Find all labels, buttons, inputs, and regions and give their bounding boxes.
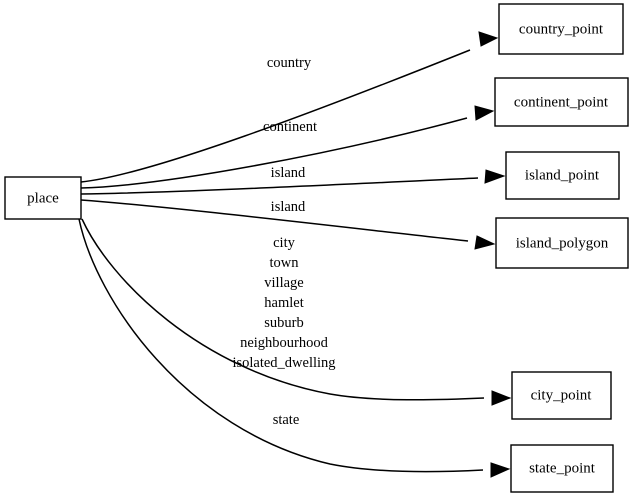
arrowhead-continent-point <box>474 105 495 121</box>
edge-layer <box>78 31 512 478</box>
arrowhead-island-point <box>484 169 506 184</box>
edge-state[interactable] <box>78 218 511 478</box>
edge-label-city: city town village hamlet suburb neighbou… <box>232 235 335 371</box>
edge-label-city-line-2: town <box>270 255 300 271</box>
edge-state-path <box>78 218 484 473</box>
node-state-point-label: state_point <box>529 460 596 476</box>
node-island-polygon-box <box>495 217 629 269</box>
edge-label-layer: country continent island island city tow… <box>232 55 335 428</box>
node-continent-point-box <box>494 77 629 127</box>
node-country-point-label: country_point <box>519 21 604 37</box>
node-island-polygon[interactable]: island_polygon <box>495 217 629 269</box>
edge-label-city-line-7: isolated_dwelling <box>232 355 335 371</box>
node-layer: place country_point continent_point isla… <box>4 3 629 493</box>
arrowhead-state-point <box>490 462 511 478</box>
node-place[interactable]: place <box>4 176 82 220</box>
edge-island-polygon[interactable] <box>80 199 496 250</box>
edge-island-point-path <box>80 177 479 195</box>
edge-label-city-line-1: city <box>273 235 295 251</box>
edge-country-path <box>80 49 471 183</box>
edge-city[interactable] <box>81 218 512 406</box>
edge-label-continent: continent <box>263 119 317 135</box>
edge-city-path <box>81 218 485 401</box>
arrowhead-country-point <box>478 31 499 47</box>
node-continent-point[interactable]: continent_point <box>494 77 629 127</box>
node-state-point-box <box>510 444 614 493</box>
edge-label-city-line-3: village <box>264 275 303 291</box>
edge-continent-path <box>80 117 468 189</box>
node-place-label: place <box>27 190 59 206</box>
node-state-point[interactable]: state_point <box>510 444 614 493</box>
edge-label-island-point: island <box>271 165 306 181</box>
node-place-box <box>4 176 82 220</box>
node-island-point-label: island_point <box>525 167 600 183</box>
edge-label-city-line-5: suburb <box>264 315 303 331</box>
node-island-polygon-label: island_polygon <box>516 235 609 251</box>
node-country-point[interactable]: country_point <box>498 3 624 55</box>
edge-country[interactable] <box>80 31 499 183</box>
edge-label-island-polygon: island <box>271 199 306 215</box>
node-island-point[interactable]: island_point <box>505 151 620 200</box>
edge-continent[interactable] <box>80 105 495 189</box>
edge-label-country: country <box>267 55 312 71</box>
node-country-point-box <box>498 3 624 55</box>
node-city-point[interactable]: city_point <box>511 371 612 420</box>
node-city-point-box <box>511 371 612 420</box>
edge-label-city-line-4: hamlet <box>264 295 303 311</box>
node-island-point-box <box>505 151 620 200</box>
edge-label-city-line-6: neighbourhood <box>240 335 329 351</box>
edge-island-point[interactable] <box>80 169 506 195</box>
node-city-point-label: city_point <box>531 387 593 403</box>
edge-island-polygon-path <box>80 199 469 242</box>
edge-label-state: state <box>273 412 300 428</box>
arrowhead-city-point <box>491 390 512 406</box>
arrowhead-island-polygon <box>474 235 496 250</box>
node-continent-point-label: continent_point <box>514 94 609 110</box>
